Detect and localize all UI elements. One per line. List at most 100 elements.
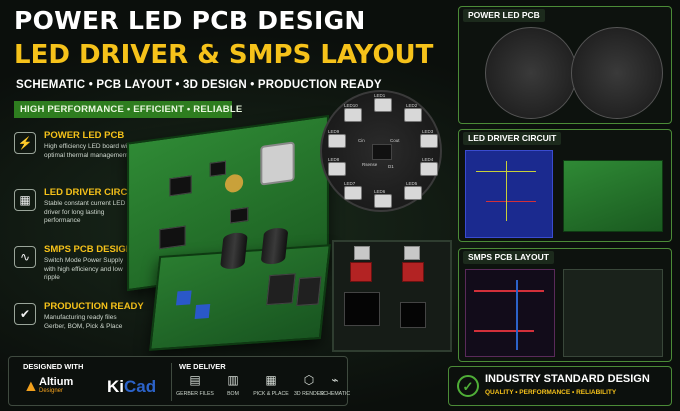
led-pad	[374, 98, 392, 112]
feature-title: SMPS PCB DESIGN	[44, 244, 133, 255]
ic-chip	[169, 175, 192, 197]
altium-name: Altium	[39, 376, 74, 388]
inductor	[344, 292, 380, 326]
kicad-part: Ki	[107, 377, 124, 396]
feature-power-led: ⚡ POWER LED PCB High efficiency LED boar…	[14, 130, 134, 185]
feature-led-driver: ▦ LED DRIVER CIRCUIT Stable constant cur…	[14, 187, 143, 242]
trace	[506, 161, 507, 221]
trace	[474, 330, 534, 332]
led-label: Rsense	[362, 162, 378, 167]
schematic-view	[465, 150, 553, 238]
chip-icon: ▦	[265, 373, 277, 387]
led-label: LED9	[328, 129, 340, 134]
chip-icon: ▦	[14, 189, 36, 211]
feature-desc: Switch Mode Power Supply with high effic…	[44, 257, 124, 282]
deliverable-label: 3D RENDER	[294, 391, 324, 397]
led-pad	[344, 186, 362, 200]
deliverable-label: BOM	[227, 391, 239, 397]
designed-with-label: DESIGNED WITH	[23, 362, 84, 371]
module	[350, 262, 372, 282]
deliverable-3d-render: ⬡ 3D RENDER	[281, 373, 337, 397]
kicad-logo: KiCad	[107, 377, 156, 397]
we-deliver-label: WE DELIVER	[179, 362, 226, 371]
deliverable-gerber: ▤ GERBER FILES	[167, 373, 223, 397]
bom-icon: ▥	[227, 373, 239, 387]
mosfet	[296, 276, 322, 306]
usb-port	[404, 246, 420, 260]
module	[402, 262, 424, 282]
feature-title: PRODUCTION READY	[44, 301, 144, 312]
deliverable-label: PICK & PLACE	[253, 391, 289, 397]
ic-chip	[400, 302, 426, 328]
lightning-icon: ⚡	[14, 132, 36, 154]
file-icon: ▤	[189, 373, 201, 387]
ic-chip	[209, 160, 226, 177]
page-subtitle-title: LED DRIVER & SMPS LAYOUT	[14, 40, 434, 70]
led-label: LED10	[344, 103, 358, 108]
layout-view	[465, 269, 555, 357]
feature-desc: Manufacturing ready files Gerber, BOM, P…	[44, 314, 123, 330]
waveform-icon: ∿	[14, 246, 36, 268]
led-label: D1	[388, 164, 394, 169]
led-label: LED5	[406, 181, 418, 186]
tools-and-deliverables-bar: DESIGNED WITH ▲ Altium Designer KiCad WE…	[8, 356, 350, 406]
led-label: Cout	[390, 138, 400, 143]
led-pad	[344, 108, 362, 122]
deliverable-label: GERBER FILES	[176, 391, 214, 397]
deliverable-schematic: ⌁ SCHEMATIC	[315, 373, 355, 397]
feature-desc: Stable constant current LED driver for l…	[44, 200, 126, 225]
smps-board-render	[563, 269, 663, 357]
led-label: LED7	[344, 181, 356, 186]
deliverable-label: SCHEMATIC	[319, 391, 351, 397]
feature-production: ✔ PRODUCTION READY Manufacturing ready f…	[14, 301, 144, 356]
page-title: POWER LED PCB DESIGN	[14, 6, 366, 35]
altium-logo: ▲ Altium Designer	[23, 376, 89, 400]
divider	[171, 363, 172, 401]
usb-port	[354, 246, 370, 260]
led-pad	[328, 162, 346, 176]
altium-sub: Designer	[39, 388, 64, 394]
led-label: LED4	[422, 157, 434, 162]
panel-power-led: POWER LED PCB	[458, 6, 672, 124]
driver-ic	[372, 144, 392, 160]
panel-title: LED DRIVER CIRCUIT	[463, 132, 562, 145]
services-line: SCHEMATIC • PCB LAYOUT • 3D DESIGN • PRO…	[16, 79, 382, 91]
feature-desc: High efficiency LED board with optimal t…	[44, 143, 133, 159]
trimmer	[194, 304, 211, 319]
led-round-board: LED1 LED2 LED3 LED4 LED5 LED6 LED7 LED8 …	[320, 90, 442, 212]
altium-icon: ▲	[23, 378, 39, 395]
capacitor	[260, 227, 289, 265]
trace	[474, 290, 544, 292]
led-pad	[420, 134, 438, 148]
feature-list: ⚡ POWER LED PCB High efficiency LED boar…	[14, 128, 144, 356]
mosfet	[266, 273, 296, 306]
industry-subtitle: QUALITY • PERFORMANCE • RELIABILITY	[485, 389, 617, 396]
shield-check-icon: ✔	[14, 303, 36, 325]
led-label: LED8	[328, 157, 340, 162]
led-label: LED6	[374, 189, 386, 194]
led-label: LED1	[374, 93, 386, 98]
led-board-render	[571, 27, 663, 119]
kicad-part: Cad	[124, 377, 157, 396]
industry-standard-badge: ✓ INDUSTRY STANDARD DESIGN QUALITY • PER…	[448, 366, 672, 406]
feature-title: POWER LED PCB	[44, 130, 125, 141]
panel-title: POWER LED PCB	[463, 9, 545, 22]
trimmer	[176, 290, 192, 306]
led-pad	[420, 162, 438, 176]
panel-smps: SMPS PCB LAYOUT	[458, 248, 672, 362]
coin-cell	[224, 173, 244, 194]
led-label: LED2	[406, 103, 418, 108]
schematic-icon: ⌁	[331, 373, 339, 387]
inductor	[260, 141, 295, 186]
panel-led-driver: LED DRIVER CIRCUIT	[458, 129, 672, 242]
led-pad	[404, 108, 422, 122]
led-pad	[374, 194, 392, 208]
led-pad	[328, 134, 346, 148]
feature-smps: ∿ SMPS PCB DESIGN Switch Mode Power Supp…	[14, 244, 134, 299]
panel-title: SMPS PCB LAYOUT	[463, 251, 554, 264]
smps-dark-board	[332, 240, 452, 352]
led-label: LED3	[422, 129, 434, 134]
led-board-render	[485, 27, 577, 119]
ic-chip	[159, 225, 186, 250]
capacitor	[219, 232, 248, 270]
